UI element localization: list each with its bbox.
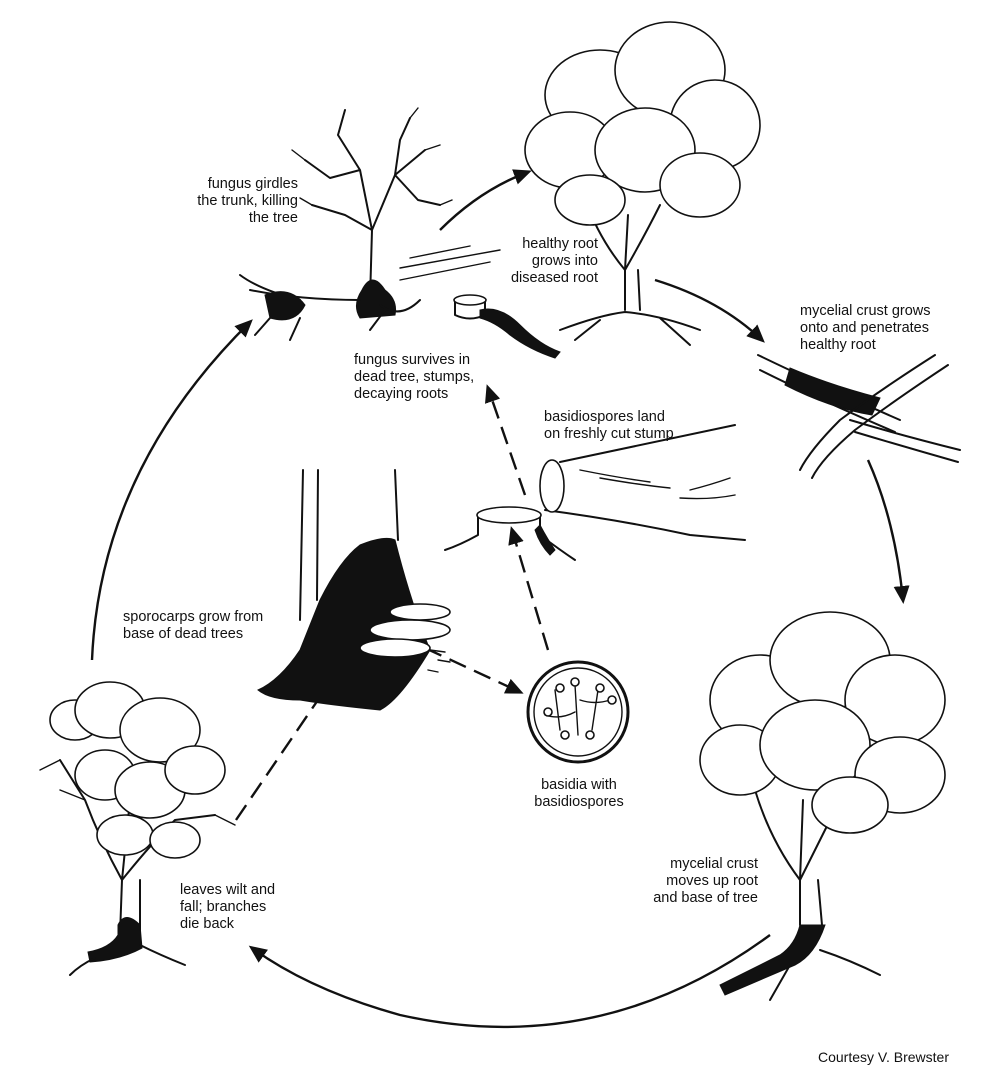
label-fungus-girdles: fungus girdles the trunk, killing the tr… xyxy=(150,176,298,227)
label-basidiospores-land: basidiospores land on freshly cut stump xyxy=(544,409,724,443)
arrow-basidia-to-stump xyxy=(512,530,548,650)
label-healthy-root: healthy root grows into diseased root xyxy=(480,236,598,287)
label-sporocarps: sporocarps grow from base of dead trees xyxy=(123,609,303,643)
arrow-root-contact-to-infected-tree xyxy=(868,460,903,600)
basidia-microscope-illustration xyxy=(528,662,628,762)
label-fungus-survives: fungus survives in dead tree, stumps, de… xyxy=(354,352,524,403)
root-contact-illustration xyxy=(758,355,960,478)
cut-stump-illustration xyxy=(445,425,745,560)
label-mycelial-crust-grows: mycelial crust grows onto and penetrates… xyxy=(800,303,980,354)
credit-text: Courtesy V. Brewster xyxy=(818,1049,993,1066)
arrow-infected-tree-to-wilting-tree xyxy=(252,935,770,1027)
label-leaves-wilt: leaves wilt and fall; branches die back xyxy=(180,882,320,933)
arrow-healthy-tree-to-root-contact xyxy=(655,280,762,340)
arrow-sporocarps-to-basidia xyxy=(425,648,520,692)
sporocarp-stump-illustration xyxy=(258,470,450,710)
label-mycelial-crust-moves: mycelial crust moves up root and base of… xyxy=(636,856,758,907)
arrow-dead-tree-to-healthy-tree xyxy=(440,172,528,230)
arrow-stump-to-survival xyxy=(488,388,525,495)
healthy-tree-illustration xyxy=(454,22,760,358)
infected-tree-illustration xyxy=(700,612,945,1000)
label-basidia: basidia with basidiospores xyxy=(520,777,638,811)
